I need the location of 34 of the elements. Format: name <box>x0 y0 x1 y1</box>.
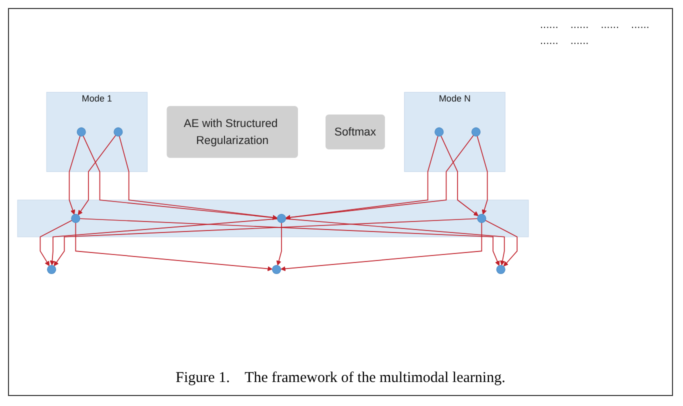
ellipsis-text: ...... <box>570 35 589 47</box>
node-circle <box>496 264 506 274</box>
arrow <box>476 136 488 215</box>
arrow <box>286 134 474 220</box>
arrow <box>280 222 482 272</box>
node-circle <box>71 214 80 223</box>
ellipsis-text: ...... <box>600 19 620 31</box>
ellipsis-text: ...... <box>631 19 650 31</box>
node-circle <box>76 127 86 136</box>
ellipsis-text: ...... <box>540 19 558 31</box>
cluster: Mode N <box>404 92 506 172</box>
ellipsis-text: ...... <box>540 35 558 47</box>
arrow <box>276 222 282 266</box>
node-circle <box>47 264 56 274</box>
node-circle <box>272 264 282 274</box>
node-circle <box>114 127 123 136</box>
arrow <box>485 220 518 267</box>
arrow <box>285 218 505 266</box>
node-circle <box>471 127 481 136</box>
arrow <box>78 134 116 216</box>
arrow <box>50 218 278 266</box>
arrow <box>68 136 81 215</box>
arrow <box>118 136 278 220</box>
arrow <box>40 220 72 266</box>
figure-caption: Figure 1. The framework of the multimodal learning. <box>174 370 506 387</box>
arrow <box>82 135 278 220</box>
arrow <box>440 135 479 216</box>
node-circle <box>477 214 486 223</box>
cluster <box>17 200 529 238</box>
ellipsis-text: ...... <box>570 19 589 31</box>
node-circle <box>276 214 286 223</box>
arrow <box>75 222 273 272</box>
cluster: Mode 1 <box>46 92 148 172</box>
node-circle <box>434 127 444 136</box>
